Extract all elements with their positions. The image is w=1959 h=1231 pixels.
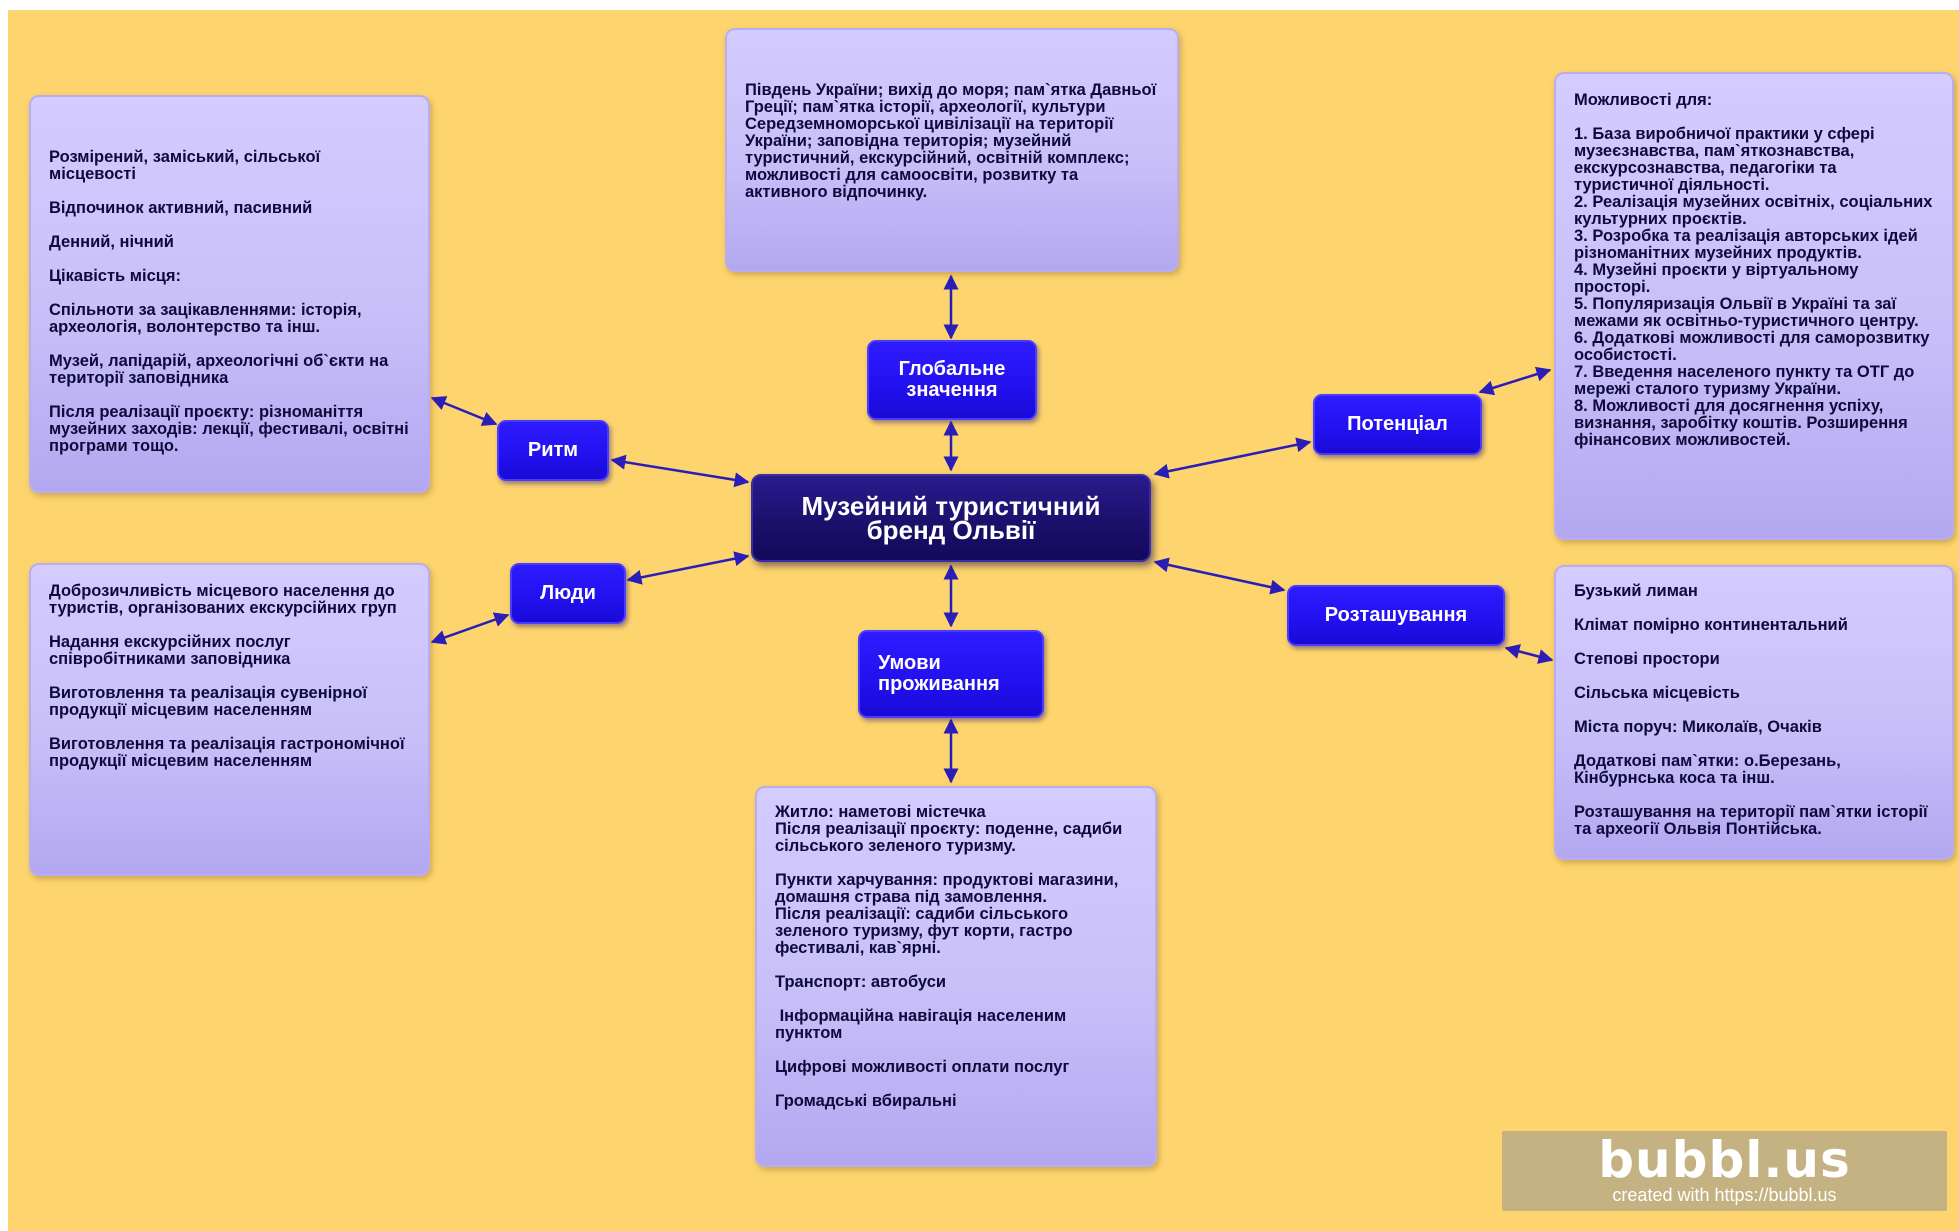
card-location-line: Клімат помірно континентальний [1574, 616, 1848, 634]
card-rhythm-line: Денний, нічний [49, 233, 174, 251]
node-rhythm[interactable]: Ритм [497, 420, 609, 481]
card-living-line: Транспорт: автобуси [775, 973, 947, 991]
bubbl-watermark[interactable]: bubbl.us created with https://bubbl.us [1502, 1131, 1947, 1211]
node-global-label: Глобальне значення [898, 358, 1006, 401]
card-rhythm-line: Після реалізації проєкту: різноманіття м… [49, 403, 409, 455]
node-potential[interactable]: Потенціал [1313, 394, 1482, 455]
card-potential-item: 8. Можливості для досягнення успіху, виз… [1574, 397, 1908, 449]
card-rhythm-line: Музей, лапідарій, археологічні об`єкти н… [49, 352, 389, 387]
card-rhythm-line: Спільноти за зацікавленнями: історія, ар… [49, 301, 362, 336]
card-living-conditions: Житло: наметові містечка Після реалізаці… [755, 786, 1157, 1167]
card-potential-item: 6. Додаткові можливості для саморозвитку… [1574, 329, 1930, 364]
node-location[interactable]: Розташування [1287, 585, 1505, 646]
card-potential-item: 5. Популяризація Ольвії в Україні та заї… [1574, 295, 1919, 330]
card-potential-intro: Можливості для: [1574, 91, 1713, 109]
card-living-line: Цифрові можливості оплати послуг [775, 1058, 1070, 1076]
bubbl-caption: created with https://bubbl.us [1612, 1185, 1837, 1205]
central-node[interactable]: Музейний туристичний бренд Ольвії [751, 474, 1151, 562]
card-living-line: Інформаційна навігація населеним пунктом [775, 1007, 1071, 1042]
card-rhythm-line: Розмірений, заміський, сільської місцево… [49, 148, 321, 183]
bubbl-logo: bubbl.us [1598, 1131, 1851, 1189]
card-global-text: Південь України; вихід до моря; пам`ятка… [745, 81, 1157, 201]
central-node-title: Музейний туристичний бренд Ольвії [801, 491, 1101, 545]
card-location-line: Міста поруч: Миколаїв, Очаків [1574, 718, 1822, 736]
node-global-significance[interactable]: Глобальне значення [867, 340, 1037, 420]
card-location-line: Бузький лиман [1574, 582, 1698, 600]
card-people-line: Виготовлення та реалізація гастрономічно… [49, 735, 405, 770]
card-potential-item: 2. Реалізація музейних освітніх, соціаль… [1574, 193, 1933, 228]
node-rhythm-label: Ритм [527, 439, 579, 461]
card-location-line: Сільська місцевість [1574, 684, 1740, 702]
card-location-line: Додаткові пам`ятки: о.Березань, Кінбурнс… [1574, 752, 1841, 787]
card-potential-item: 4. Музейні проєкти у віртуальному просто… [1574, 261, 1859, 296]
node-people[interactable]: Люди [510, 563, 626, 624]
card-people: Доброзичливість місцевого населення до т… [29, 563, 430, 876]
node-living-label: Умови проживання [878, 652, 1000, 695]
card-living-line: Громадські вбиральні [775, 1092, 957, 1110]
card-living-line: Пункти харчування: продуктові магазини, … [775, 871, 1119, 906]
card-people-line: Доброзичливість місцевого населення до т… [49, 582, 397, 617]
card-living-line: Після реалізації: садиби сільського зеле… [775, 905, 1073, 957]
card-rhythm: Розмірений, заміський, сільської місцево… [29, 95, 430, 493]
card-global-significance: Південь України; вихід до моря; пам`ятка… [725, 28, 1179, 272]
card-rhythm-line: Цікавість місця: [49, 267, 182, 285]
card-living-line: Житло: наметові містечка [775, 803, 986, 821]
card-people-line: Виготовлення та реалізація сувенірної пр… [49, 684, 368, 719]
card-location-line: Степові простори [1574, 650, 1720, 668]
card-potential-item: 7. Введення населеного пункту та ОТГ до … [1574, 363, 1915, 398]
card-location-line: Розташування на території пам`ятки істор… [1574, 803, 1928, 838]
card-potential: Можливості для: 1. База виробничої практ… [1554, 72, 1954, 540]
card-people-line: Надання екскурсійних послуг співробітник… [49, 633, 291, 668]
card-location: Бузький лиман Клімат помірно континентал… [1554, 565, 1954, 860]
card-potential-item: 1. База виробничої практики у сфері музе… [1574, 125, 1875, 194]
card-living-line: Після реалізації проєкту: поденне, садиб… [775, 820, 1123, 855]
node-potential-label: Потенціал [1347, 413, 1448, 435]
node-people-label: Люди [540, 582, 596, 604]
card-rhythm-line: Відпочинок активний, пасивний [49, 199, 313, 217]
card-potential-item: 3. Розробка та реалізація авторських іде… [1574, 227, 1918, 262]
node-location-label: Розташування [1324, 604, 1468, 626]
node-living-conditions[interactable]: Умови проживання [858, 630, 1044, 718]
